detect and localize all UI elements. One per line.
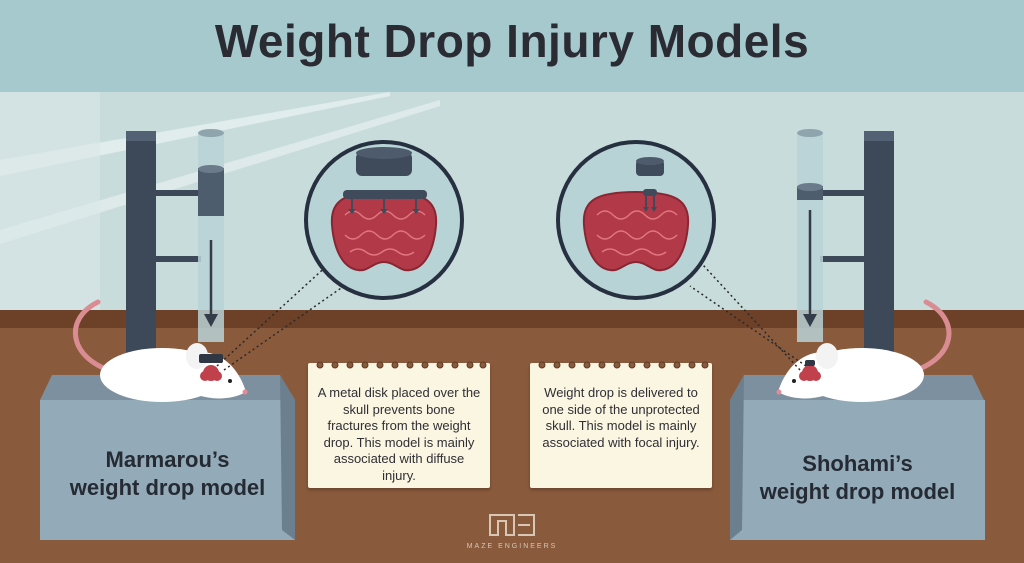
stand-arm [820, 190, 865, 196]
weight-top [198, 165, 224, 173]
rat-nose [242, 389, 248, 395]
pedestal-side [280, 375, 295, 540]
note-card-right: Weight drop is delivered to one side of … [530, 361, 712, 488]
brand-name: MAZE ENGINEERS [466, 543, 558, 550]
title-bar: Weight Drop Injury Models [0, 0, 1024, 92]
brain-spot [212, 371, 222, 381]
drop-arrow-head [803, 314, 817, 327]
impactor-tip-zoom [643, 189, 657, 196]
rat-ear [816, 343, 838, 369]
rat-eye [792, 379, 796, 383]
stand-pole [864, 131, 894, 356]
rat-head [198, 352, 246, 399]
left-zoom-circle [304, 140, 464, 300]
stand-arm [820, 256, 865, 262]
zoom-line [216, 262, 331, 367]
impact-tip [805, 360, 815, 366]
stand-arm [156, 256, 201, 262]
zoom-line [689, 285, 807, 367]
stand-pole [126, 131, 156, 356]
brain-folds [596, 210, 678, 256]
brain-spot [200, 371, 210, 381]
left-apparatus [40, 129, 345, 540]
note-text-right: Weight drop is delivered to one side of … [542, 385, 700, 450]
right-model-label-line2: weight drop model [759, 479, 956, 504]
drop-arrow-head [204, 314, 218, 327]
pedestal-side [730, 375, 744, 540]
maze-logo [489, 514, 535, 536]
wall [0, 92, 1024, 312]
floor-strip [0, 310, 1024, 328]
guide-tube-top [797, 129, 823, 137]
force-arrow-head [412, 209, 420, 214]
force-arrow-head [643, 207, 649, 212]
right-model-label: Shohami’s weight drop model [730, 450, 985, 506]
metal-plate-zoom [343, 190, 427, 199]
stand-arm [156, 190, 201, 196]
pedestal-left [40, 400, 295, 540]
note-binding [538, 361, 709, 369]
wall-left-light [0, 92, 100, 312]
left-model-label: Marmarou’s weight drop model [40, 446, 295, 502]
guide-tube-top [198, 129, 224, 137]
brain-section [582, 190, 690, 272]
right-apparatus [689, 129, 985, 540]
rat-nose [776, 389, 782, 395]
force-arrow-head [348, 209, 356, 214]
right-zoom-circle [556, 140, 716, 300]
rat-eye [228, 379, 232, 383]
force-arrow-head [651, 207, 657, 212]
note-text-left: A metal disk placed over the skull preve… [317, 385, 481, 483]
metal-disk [199, 354, 223, 363]
brain-spot [811, 371, 821, 381]
rat-tail [907, 299, 952, 375]
right-model-label-line1: Shohami’s [802, 451, 913, 476]
note-card-left: A metal disk placed over the skull preve… [308, 361, 490, 488]
note-binding [316, 361, 487, 369]
left-model-label-line2: weight drop model [69, 475, 266, 500]
pedestal-right [730, 400, 985, 540]
stand-pole-cap [864, 131, 894, 141]
weight-top [797, 183, 823, 191]
stand-pole-cap [126, 131, 156, 141]
weight-disk-zoom-top [356, 147, 412, 159]
weight-zoom-top [636, 157, 664, 165]
page-title: Weight Drop Injury Models [214, 15, 810, 67]
weight [198, 168, 224, 216]
zoom-line [702, 264, 801, 371]
force-arrow-head [380, 209, 388, 214]
rat-tail [72, 299, 118, 375]
brain-spot [799, 371, 809, 381]
left-model-label-line1: Marmarou’s [105, 447, 230, 472]
